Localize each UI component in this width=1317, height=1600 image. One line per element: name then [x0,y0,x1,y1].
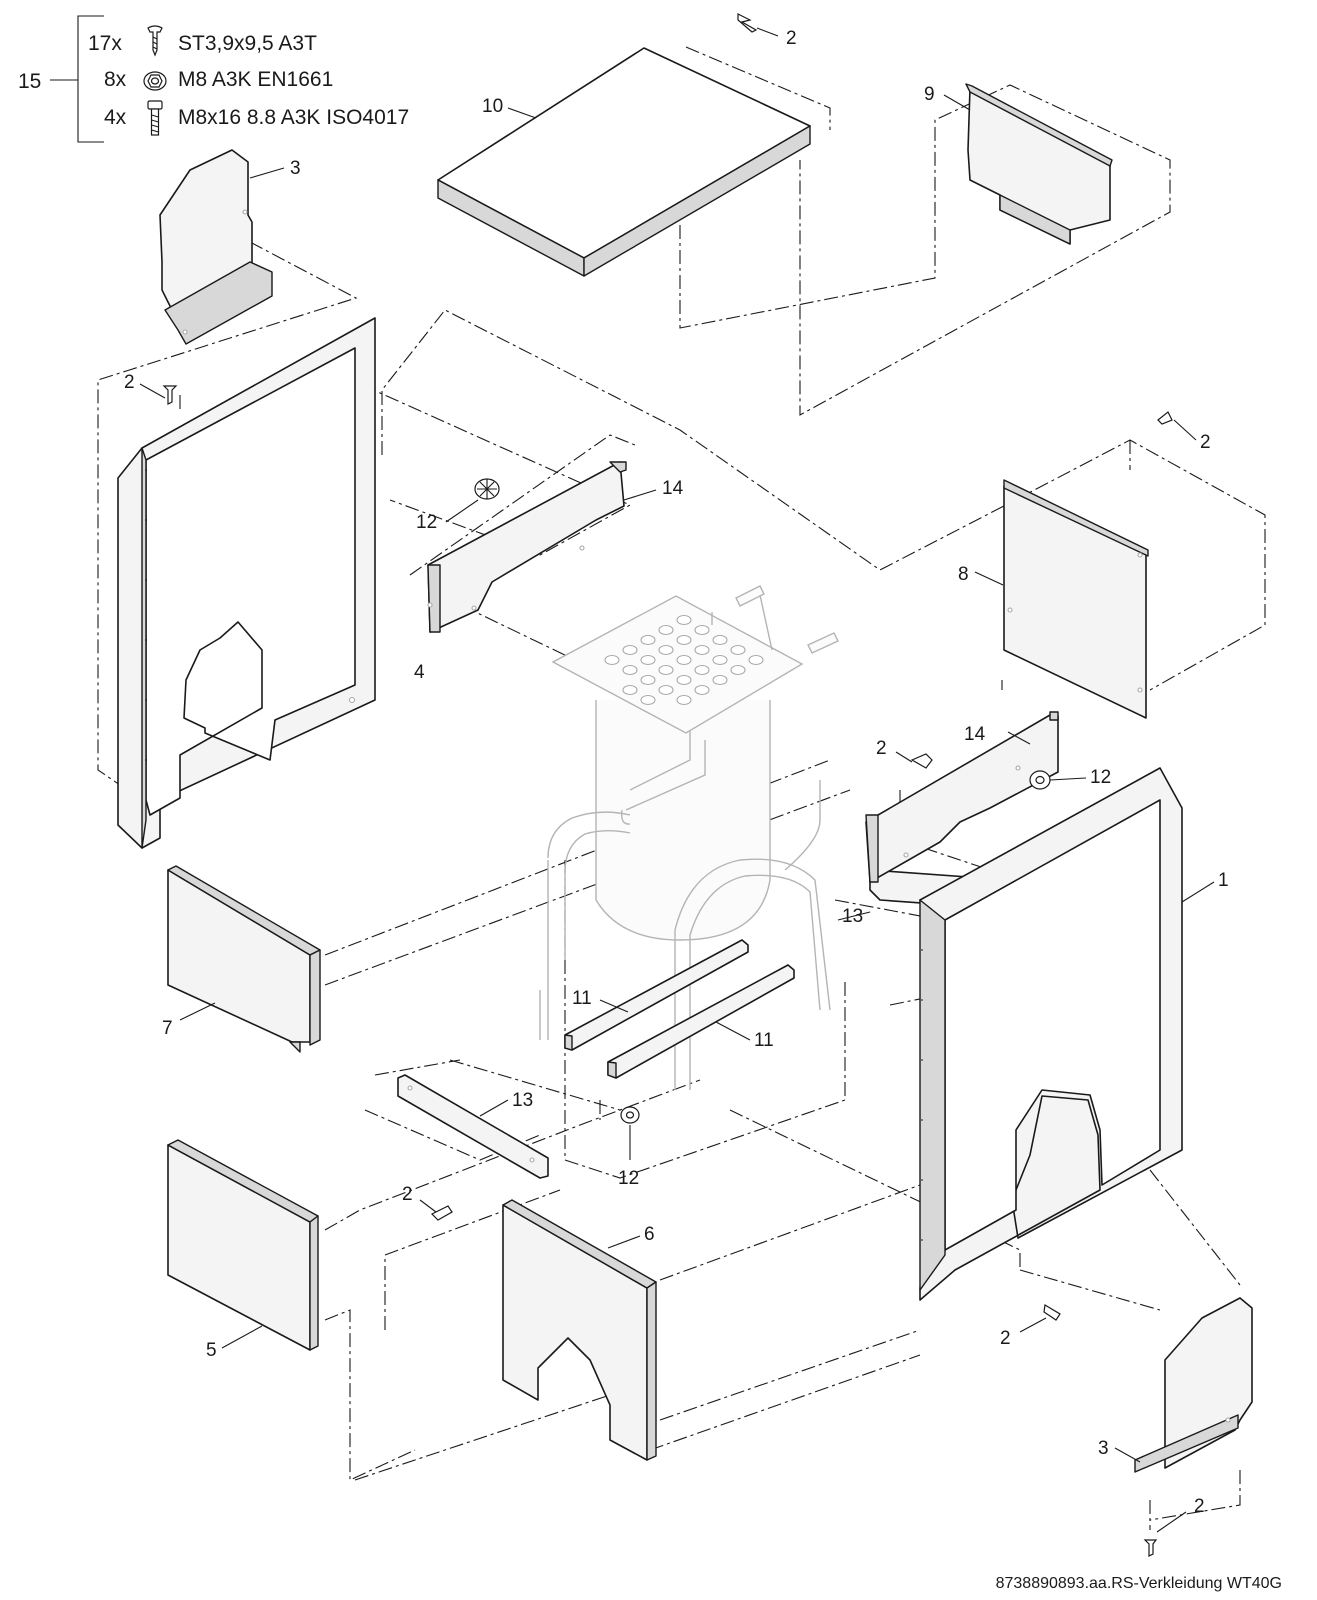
leader-lines [139,27,1215,1533]
callout-grommet-right: 12 [1090,767,1111,788]
bolt-icon [147,100,163,136]
callout-right-side-panel: 1 [1218,870,1229,891]
legend-spec: M8 A3K EN1661 [178,68,333,91]
right-rail-part-14 [865,711,1059,883]
rear-top-panel-part-9 [965,83,1113,245]
strip-part-13-left [397,1074,549,1179]
callout-grommet-left: 12 [416,512,437,533]
grommet-part-12-right [1029,770,1051,790]
grommet-part-12-bottom [620,1106,640,1124]
callout-labels: 2 10 9 3 2 2 8 12 14 4 14 12 2 1 13 7 11… [124,28,1229,1517]
callout-left-bracket-top: 3 [290,158,301,179]
screw-icon [737,13,758,33]
boiler-unit-ghost [539,585,839,1090]
callout-slide-rail-a: 11 [572,988,592,1009]
rear-panel-part-8 [1003,479,1149,719]
legend-spec: M8x16 8.8 A3K ISO4017 [178,106,409,129]
left-side-panel-part-4 [117,317,376,849]
callout-screw-bottom-right: 2 [1000,1328,1011,1349]
screw-icon [1157,411,1173,425]
callout-top-screw: 2 [786,28,797,49]
screw-icon [1143,1539,1158,1557]
nut-icon [143,71,167,91]
legend-qty: 17x [88,32,122,55]
callout-strip-left: 13 [512,1090,533,1111]
callout-left-front-upper: 7 [162,1018,173,1039]
screw-icon [147,25,163,57]
screw-icon [1043,1304,1061,1321]
top-cover-part-10 [437,47,811,277]
right-side-panel-part-1 [919,767,1183,1301]
callout-right-bracket-bottom: 3 [1098,1438,1109,1459]
callout-left-front-lower: 5 [206,1340,217,1361]
left-rail-part-14 [427,461,627,633]
callout-screw-mid: 2 [876,738,887,759]
drawing-caption: 8738890893.aa.RS-Verkleidung WT40G [996,1575,1282,1592]
screw-icon [430,1205,453,1221]
left-top-bracket-part-3 [159,149,273,345]
callout-right-screw-top: 2 [1200,432,1211,453]
callout-screw-bottom: 2 [1194,1496,1205,1517]
screw-icon [162,385,178,405]
callout-front-lower-panel: 6 [644,1224,655,1245]
callout-screw-bottom-left: 2 [402,1184,413,1205]
callout-rail-left: 14 [662,478,684,499]
callout-top-cover: 10 [482,96,503,117]
callout-strip-right: 13 [842,906,863,927]
callout-rear-top-panel: 9 [924,84,935,105]
legend-qty: 4x [104,106,127,129]
left-front-upper-panel-part-7 [167,865,321,1053]
callout-rear-panel: 8 [958,564,969,585]
right-bottom-bracket-part-3 [1134,1297,1253,1473]
hardware-legend: 15 17x ST3,9x9,5 A3T 8x M8 A3K EN1661 4x… [18,15,409,143]
legend-spec: ST3,9x9,5 A3T [178,32,317,55]
legend-qty: 8x [104,68,127,91]
slide-rail-part-11-b [607,964,795,1079]
legend-group-number: 15 [18,70,41,93]
callout-slide-rail-b: 11 [754,1030,774,1051]
callout-left-screw: 2 [124,372,135,393]
screw-icon [910,753,933,769]
grommet-part-12-left [474,478,500,500]
callout-left-side-panel: 4 [414,662,425,683]
callout-rail-right: 14 [964,724,986,745]
slide-rail-part-11-a [564,939,749,1051]
front-lower-panel-part-6 [502,1199,657,1461]
left-front-lower-panel-part-5 [167,1139,319,1351]
callout-grommet-bottom: 12 [618,1168,639,1189]
